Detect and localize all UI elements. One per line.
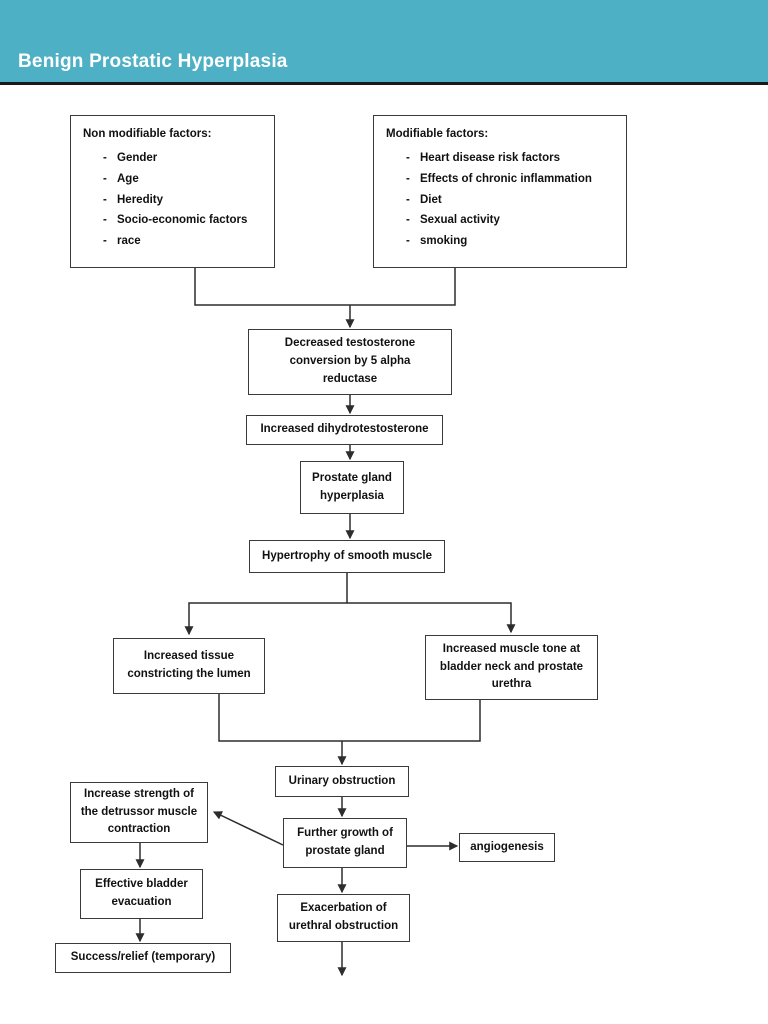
node-line: Increased tissue <box>143 650 235 663</box>
node-line: Prostate gland <box>312 471 392 484</box>
list-item-label: Sexual activity <box>420 214 500 227</box>
page-title: Benign Prostatic Hyperplasia <box>18 51 288 72</box>
node-line: angiogenesis <box>470 840 544 853</box>
list-item: - Gender <box>71 152 274 166</box>
list-item-label: Socio-economic factors <box>117 214 248 227</box>
list-item-label: Heredity <box>117 193 164 206</box>
list-item: - Heredity <box>71 194 274 208</box>
bullet-dash: - <box>406 214 410 227</box>
list-item-label: Effects of chronic inflammation <box>420 172 592 185</box>
edge-further-growth-to-detrussor <box>212 811 284 846</box>
node-line: constricting the lumen <box>127 668 251 680</box>
node-line: conversion by 5 alpha <box>289 355 411 368</box>
bullet-dash: - <box>406 235 410 248</box>
node-success-relief: Success/relief (temporary) <box>55 943 231 973</box>
bullet-dash: - <box>103 152 107 164</box>
edge-hypertrophy-to-muscle-tone <box>347 602 516 634</box>
list-item: - Socio-economic factors <box>71 214 274 228</box>
bullet-dash: - <box>406 152 410 164</box>
panel-non-modifiable-factors: Non modifiable factors: - Gender - Age -… <box>70 115 275 268</box>
node-line: bladder neck and prostate <box>439 660 584 673</box>
panel-title: Non modifiable factors: <box>83 128 212 140</box>
list-item-label: Gender <box>117 152 158 164</box>
panel-item-list: - Gender - Age - Heredity - Socio-econom… <box>71 152 274 249</box>
bullet-dash: - <box>103 193 107 206</box>
list-item: - Effects of chronic inflammation <box>374 173 626 187</box>
node-further-growth: Further growth of prostate gland <box>283 818 407 868</box>
panel-modifiable-factors: Modifiable factors: - Heart disease risk… <box>373 115 627 268</box>
edge-factors-bus <box>194 268 456 306</box>
node-line: hyperplasia <box>320 489 384 502</box>
list-item-label: Heart disease risk factors <box>420 152 560 164</box>
list-item: - race <box>71 235 274 249</box>
list-item-label: race <box>117 235 141 248</box>
node-line: Increase strength of <box>84 787 194 800</box>
list-item: - Sexual activity <box>374 214 626 228</box>
list-item-label: Diet <box>420 193 442 206</box>
node-line: Exacerbation of <box>300 902 387 915</box>
node-line: contraction <box>107 823 171 836</box>
bullet-dash: - <box>103 172 107 185</box>
bullet-dash: - <box>103 235 107 248</box>
node-line: prostate gland <box>305 845 385 857</box>
node-line: Further growth of <box>297 827 393 840</box>
node-line: Effective bladder <box>95 878 188 891</box>
node-urinary-obstruction: Urinary obstruction <box>275 766 409 797</box>
node-line: Hypertrophy of smooth muscle <box>262 549 432 562</box>
list-item: - smoking <box>374 235 626 249</box>
node-line: the detrussor muscle <box>80 805 198 818</box>
node-decreased-testosterone: Decreased testosterone conversion by 5 a… <box>248 329 452 395</box>
list-item: - Age <box>71 173 274 187</box>
node-increased-muscle-tone: Increased muscle tone at bladder neck an… <box>425 635 598 700</box>
node-increased-tissue: Increased tissue constricting the lumen <box>113 638 265 694</box>
node-line: Success/relief (temporary) <box>70 951 216 964</box>
node-line: evacuation <box>111 896 172 908</box>
node-line: urethra <box>491 678 532 691</box>
node-line: urethral obstruction <box>288 920 399 932</box>
node-increase-detrussor-strength: Increase strength of the detrussor muscl… <box>70 782 208 843</box>
node-line: Increased dihydrotestosterone <box>260 423 429 436</box>
bullet-dash: - <box>103 214 107 227</box>
node-line: Decreased testosterone <box>284 337 416 350</box>
edge-hypertrophy-to-increased-tissue <box>184 573 348 636</box>
bullet-dash: - <box>406 172 410 185</box>
node-line: Urinary obstruction <box>288 774 396 787</box>
node-hypertrophy-smooth-muscle: Hypertrophy of smooth muscle <box>249 540 445 573</box>
edge-branches-merge <box>218 694 481 742</box>
node-increased-dihydrotestosterone: Increased dihydrotestosterone <box>246 415 443 445</box>
node-effective-bladder-evacuation: Effective bladder evacuation <box>80 869 203 919</box>
node-exacerbation-urethral-obstruction: Exacerbation of urethral obstruction <box>277 894 410 942</box>
node-prostate-gland-hyperplasia: Prostate gland hyperplasia <box>300 461 404 514</box>
node-angiogenesis: angiogenesis <box>459 833 555 862</box>
node-line: reductase <box>322 372 378 385</box>
node-line: Increased muscle tone at <box>442 642 581 655</box>
bullet-dash: - <box>406 193 410 206</box>
panel-title: Modifiable factors: <box>386 128 489 140</box>
panel-item-list: - Heart disease risk factors - Effects o… <box>374 152 626 249</box>
list-item-label: smoking <box>420 235 468 248</box>
page-header: Benign Prostatic Hyperplasia <box>0 0 768 85</box>
list-item: - Diet <box>374 194 626 208</box>
list-item-label: Age <box>117 172 139 185</box>
list-item: - Heart disease risk factors <box>374 152 626 166</box>
